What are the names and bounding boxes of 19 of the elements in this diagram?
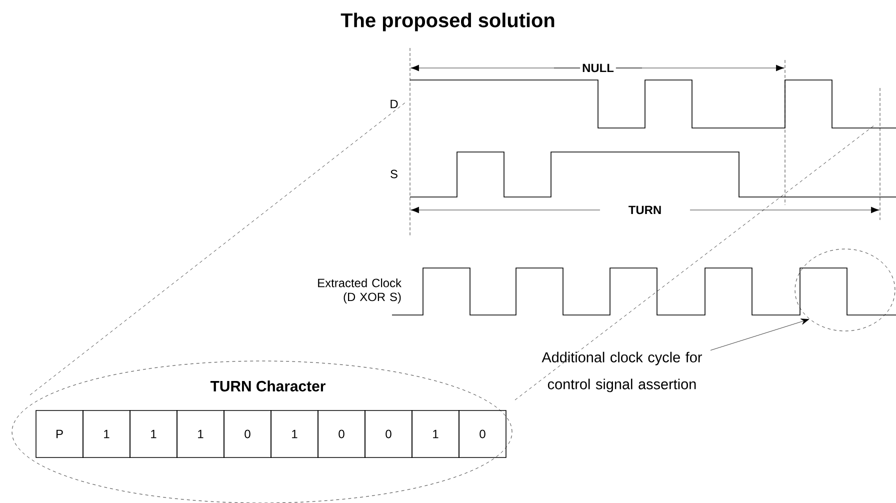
bit-cell: 0 <box>458 410 506 458</box>
annotation: Additional clock cycle for control signal assertion <box>542 352 702 392</box>
bit-cell: P <box>36 410 84 458</box>
bit-cell: 1 <box>270 410 318 458</box>
bit-cell: 0 <box>224 410 272 458</box>
bit-cell: 1 <box>412 410 460 458</box>
signal-name: S <box>390 170 398 178</box>
dimension-label: NULL <box>580 62 616 74</box>
bit-cell: 0 <box>364 410 412 458</box>
signal-name: D <box>390 100 398 108</box>
title: The proposed solution <box>340 12 554 32</box>
highlight-circle <box>794 248 896 332</box>
bit-cell: 1 <box>176 410 224 458</box>
dimension-label: TURN <box>626 204 664 216</box>
signal-name: Extracted Clock (D XOR S) <box>318 278 402 304</box>
bit-cell: 1 <box>82 410 130 458</box>
bit-cell: 0 <box>318 410 366 458</box>
bit-cell: 1 <box>130 410 178 458</box>
leader-line <box>710 318 810 350</box>
